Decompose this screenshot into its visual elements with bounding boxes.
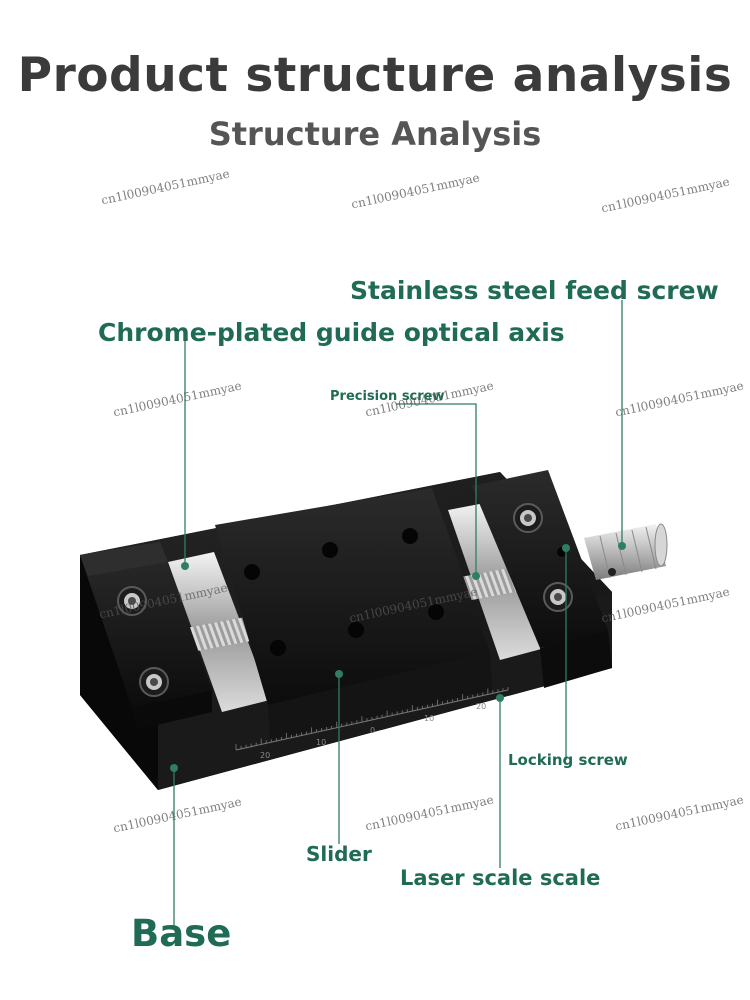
label-locking-screw: Locking screw [508, 751, 628, 769]
label-feed-screw: Stainless steel feed screw [350, 276, 719, 305]
label-precision-screw: Precision screw [330, 389, 445, 404]
slider-block [215, 488, 492, 740]
scale-tick-label: 20 [260, 751, 270, 760]
adjustment-knob [584, 523, 668, 580]
left-end-block [80, 542, 212, 730]
right-end-block [472, 470, 612, 688]
label-base: Base [131, 912, 232, 955]
leader-precision-screw [396, 403, 477, 576]
laser-scale-strip: 20 10 0 10 20 [235, 687, 509, 760]
scale-tick-label: 10 [424, 714, 434, 723]
scale-tick-label: 10 [316, 738, 326, 747]
leader-lines [173, 300, 623, 926]
scale-tick-label: 0 [370, 726, 375, 735]
label-guide-axis: Chrome-plated guide optical axis [98, 318, 565, 347]
page-title: Product structure analysis [17, 48, 733, 103]
label-laser-scale: Laser scale scale [400, 866, 601, 890]
page-subtitle: Structure Analysis [208, 115, 542, 153]
label-slider: Slider [306, 842, 372, 866]
leader-dots [170, 542, 626, 772]
scale-tick-label: 20 [476, 702, 486, 711]
